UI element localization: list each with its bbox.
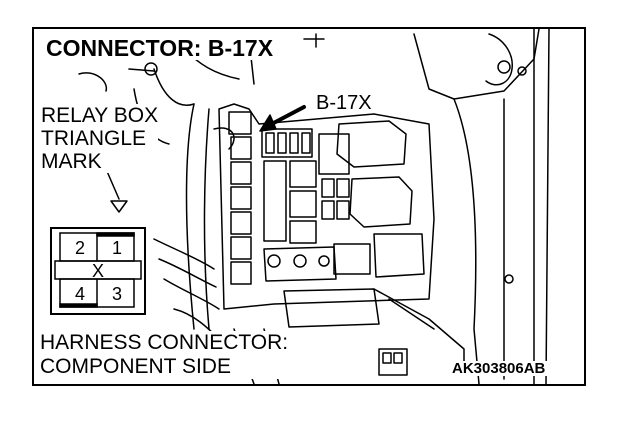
pin-x: X bbox=[91, 261, 104, 281]
connector-title: CONNECTOR: B-17X bbox=[46, 37, 278, 60]
figure-code: AK303806AB bbox=[450, 360, 548, 377]
harness-label-line-2: COMPONENT SIDE bbox=[40, 355, 231, 378]
harness-label-line-1: HARNESS CONNECTOR: bbox=[40, 331, 289, 354]
relay-box-illustration bbox=[78, 29, 550, 384]
pin-2: 2 bbox=[74, 238, 85, 258]
harness-connector-label: HARNESS CONNECTOR:COMPONENT SIDE bbox=[40, 331, 289, 379]
relay-label-line-1: RELAY BOX bbox=[41, 104, 159, 127]
pin-1: 1 bbox=[111, 238, 122, 258]
connector-pinout: 2 1 X 4 3 bbox=[50, 227, 146, 315]
pin-4: 4 bbox=[74, 284, 85, 304]
connector-pinout-grid bbox=[54, 232, 142, 308]
relay-label-line-2: TRIANGLE bbox=[41, 127, 147, 150]
connector-reference-label: B-17X bbox=[314, 92, 374, 114]
relay-label-line-3: MARK bbox=[41, 150, 102, 173]
pin-3: 3 bbox=[111, 284, 122, 304]
